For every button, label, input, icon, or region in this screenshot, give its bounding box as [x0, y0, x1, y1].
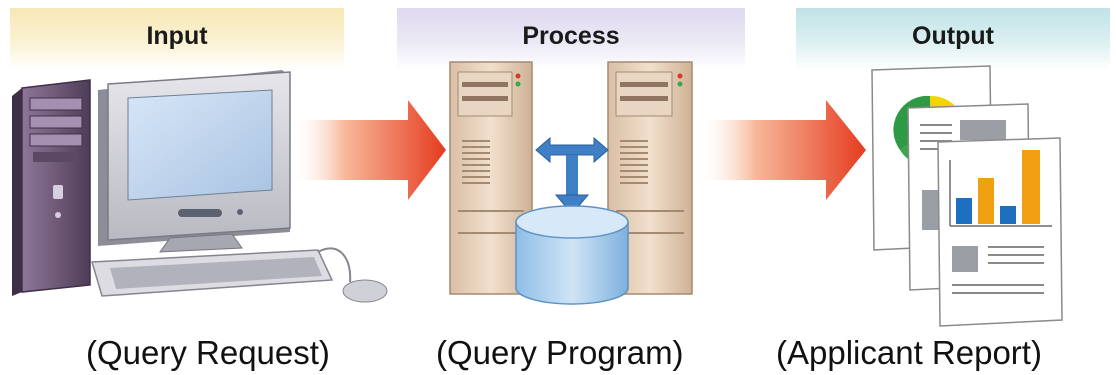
input-header: Input [10, 8, 344, 70]
process-header-label: Process [522, 22, 620, 50]
database-icon [515, 205, 629, 305]
output-header: Output [796, 8, 1110, 70]
desktop-computer-icon [12, 70, 388, 303]
process-header: Process [397, 8, 745, 70]
output-caption: (Applicant Report) [776, 334, 1042, 371]
flow-arrow-input-to-process [290, 100, 446, 200]
flow-arrow-process-to-output [696, 100, 866, 200]
input-caption: (Query Request) [86, 334, 330, 371]
input-header-label: Input [146, 22, 208, 50]
process-caption: (Query Program) [436, 334, 684, 371]
report-document-icon [871, 65, 1063, 327]
data-transfer-arrow-icon [535, 136, 609, 215]
diagram-illustration [12, 61, 1063, 327]
output-header-label: Output [912, 22, 994, 50]
